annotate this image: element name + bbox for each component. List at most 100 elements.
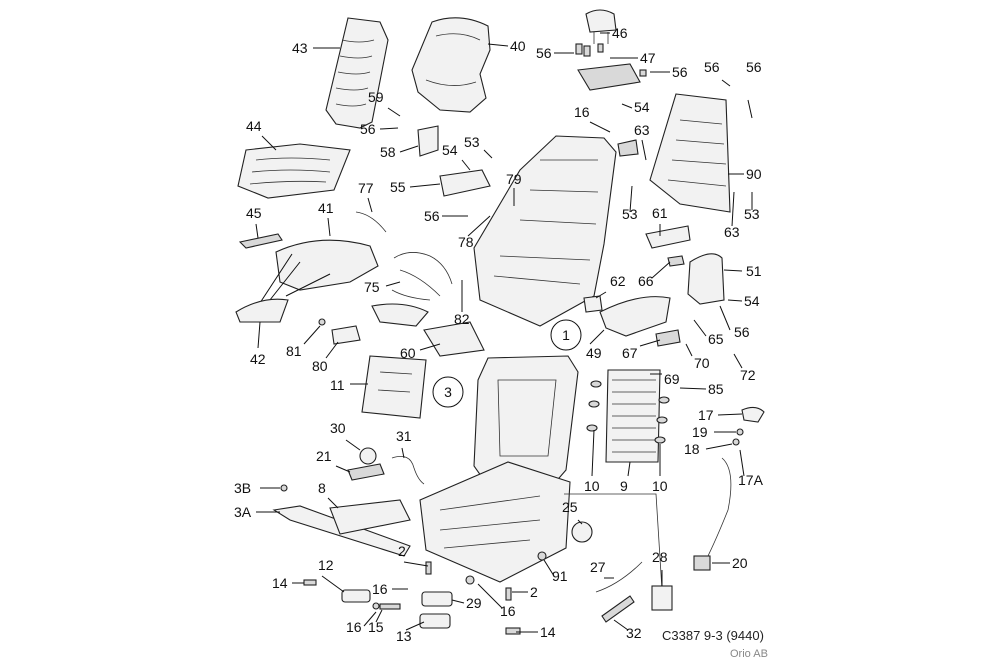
seat-frame-upper-assembly xyxy=(473,135,639,327)
leader-line xyxy=(739,449,745,477)
part-label: 18 xyxy=(684,441,700,457)
leader-line xyxy=(401,447,405,459)
backrest-cover-part xyxy=(411,17,491,113)
spring-mat-part-9 xyxy=(605,369,661,463)
leader-line xyxy=(367,197,373,213)
part-label: 30 xyxy=(330,420,346,436)
cable-part-20 xyxy=(693,457,732,571)
bracket-part-62 xyxy=(583,295,603,313)
backrest-frame-part-90 xyxy=(649,93,731,213)
leader-line xyxy=(595,291,607,299)
part-label: 75 xyxy=(364,279,380,295)
cable-31 xyxy=(391,455,425,485)
leader-line xyxy=(621,103,633,109)
part-label: 63 xyxy=(634,122,650,138)
part-label: 51 xyxy=(746,263,762,279)
leader-line xyxy=(723,269,743,272)
part-label: 56 xyxy=(536,45,552,61)
part-label: 54 xyxy=(744,293,760,309)
fastener-group-top xyxy=(575,43,647,77)
side-trim-part-42 xyxy=(235,298,289,323)
handle-part-17 xyxy=(741,406,765,423)
leader-line xyxy=(693,319,707,337)
leader-line xyxy=(679,387,707,390)
leader-line xyxy=(627,461,631,477)
part-label: 25 xyxy=(562,499,578,515)
part-label: 54 xyxy=(442,142,458,158)
switch-parts-80-81 xyxy=(318,318,361,345)
cable-77 xyxy=(355,211,387,233)
part-label: 3B xyxy=(234,480,251,496)
part-label: 27 xyxy=(590,559,606,575)
leader-line xyxy=(483,149,493,159)
part-label: 53 xyxy=(464,134,480,150)
leader-line xyxy=(747,99,753,119)
part-label: 42 xyxy=(250,351,266,367)
part-label: 32 xyxy=(626,625,642,641)
part-label: 2 xyxy=(398,543,406,559)
part-label: 56 xyxy=(672,64,688,80)
part-label: 54 xyxy=(634,99,650,115)
part-label: 69 xyxy=(664,371,680,387)
back-panel-part-11 xyxy=(361,355,427,419)
leader-line xyxy=(727,299,743,302)
part-label: 63 xyxy=(724,224,740,240)
leader-line xyxy=(345,439,361,451)
leader-line xyxy=(327,217,331,237)
module-part-28 xyxy=(651,585,673,611)
part-label: 16 xyxy=(500,603,516,619)
part-label: 43 xyxy=(292,40,308,56)
bracket-part-61 xyxy=(645,225,691,249)
part-label: 41 xyxy=(318,200,334,216)
part-label: 21 xyxy=(316,448,332,464)
callout-label: 3 xyxy=(444,384,452,400)
part-label: 85 xyxy=(708,381,724,397)
part-label: 49 xyxy=(586,345,602,361)
part-label: 60 xyxy=(400,345,416,361)
part-67 xyxy=(655,329,681,347)
leader-line xyxy=(405,621,425,631)
part-label: 12 xyxy=(318,557,334,573)
part-label: 40 xyxy=(510,38,526,54)
leader-line xyxy=(379,127,399,130)
part-label: 79 xyxy=(506,171,522,187)
motors-12-29-13 xyxy=(341,589,453,629)
part-label: 59 xyxy=(368,89,384,105)
leader-line xyxy=(451,599,465,604)
part-label: 72 xyxy=(740,367,756,383)
part-label: 16 xyxy=(372,581,388,597)
leader-line xyxy=(641,139,647,161)
leader-line xyxy=(705,443,733,450)
part-label: 29 xyxy=(466,595,482,611)
part-label: 56 xyxy=(704,59,720,75)
leader-line xyxy=(589,121,611,133)
part-label: 56 xyxy=(746,59,762,75)
callout-label: 1 xyxy=(562,327,570,343)
part-label: 65 xyxy=(708,331,724,347)
part-label: 45 xyxy=(246,205,262,221)
part-label: 55 xyxy=(390,179,406,195)
part-label: 66 xyxy=(638,273,654,289)
leader-line xyxy=(387,107,401,117)
leader-line xyxy=(419,343,441,351)
heating-mat-back-part xyxy=(325,17,389,129)
part-label: 14 xyxy=(540,624,556,640)
leader-line xyxy=(629,185,633,213)
part-label: 10 xyxy=(584,478,600,494)
leader-line xyxy=(467,215,491,237)
plate-part-60 xyxy=(423,321,485,357)
part-label: 56 xyxy=(424,208,440,224)
leader-line xyxy=(651,261,671,279)
leader-line xyxy=(261,135,277,151)
part-label: 61 xyxy=(652,205,668,221)
leader-line xyxy=(325,341,339,359)
wiring-harness-part xyxy=(371,252,453,327)
motor-part-25 xyxy=(571,521,593,543)
clip-part-66 xyxy=(667,255,685,267)
callout-circle xyxy=(550,319,582,351)
cable-part-28 xyxy=(564,493,663,591)
leader-line xyxy=(403,561,429,567)
